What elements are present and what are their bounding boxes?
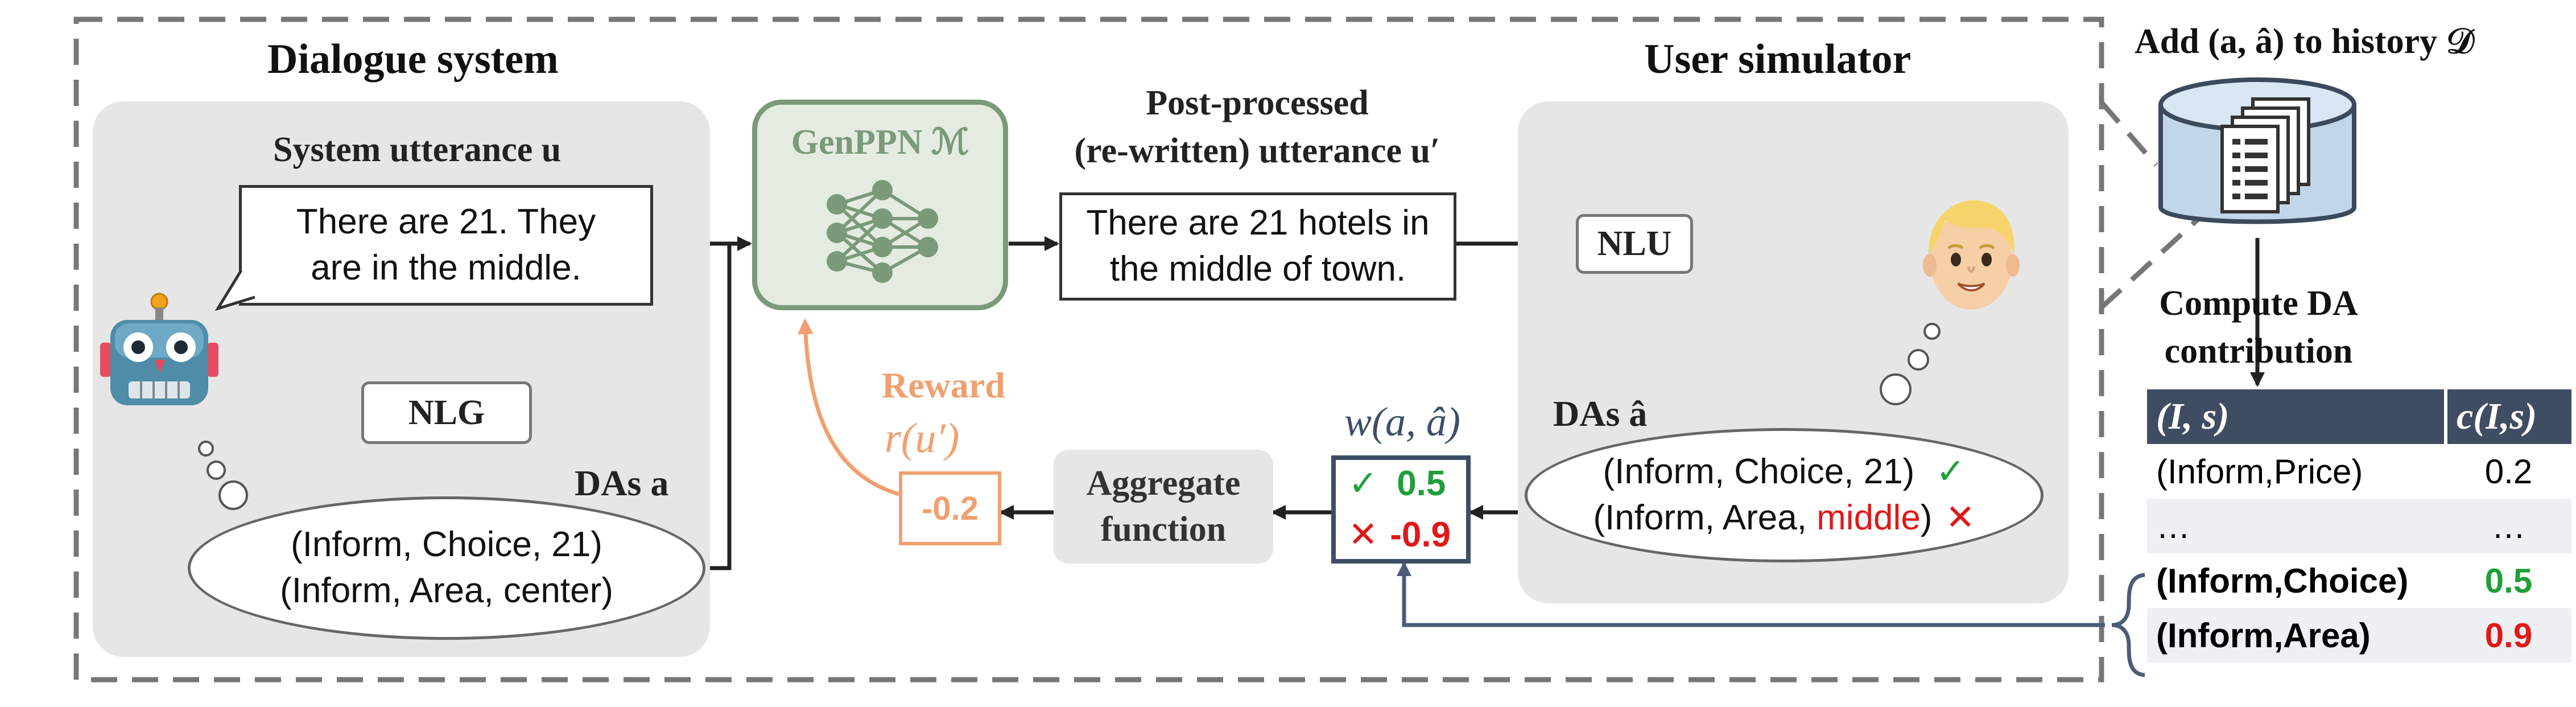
- table-header-contribution: c(I,s): [2446, 389, 2571, 444]
- outer-dashed-frame: [73, 17, 2104, 683]
- speech-bubble-tail: [215, 269, 255, 311]
- cross-icon: ✕: [1348, 515, 1378, 554]
- weight-negative-row: ✕ -0.9: [1348, 509, 1466, 561]
- reward-value-box: -0.2: [899, 471, 1001, 545]
- table-cell-da: (Inform,Area): [2147, 608, 2446, 663]
- thought-bubble-icon: [198, 441, 248, 510]
- nlu-box: NLU: [1576, 214, 1693, 274]
- check-icon: ✓: [1935, 452, 1966, 492]
- reward-feedback-arrow: [797, 318, 899, 496]
- table-cell-da: …: [2147, 499, 2446, 553]
- weights-label: w(a, â): [1344, 399, 1460, 445]
- compute-da-label: Compute DA contribution: [2156, 280, 2361, 375]
- reward-label: Reward: [882, 365, 1005, 405]
- postprocessed-label-line: Post-processed: [1146, 84, 1369, 122]
- table-cell-value: 0.9: [2446, 608, 2571, 663]
- table-cell-value: …: [2446, 499, 2571, 553]
- check-icon: ✓: [1348, 464, 1378, 504]
- weights-box: ✓ 0.5 ✕ -0.9: [1331, 455, 1471, 564]
- table-header-row: (I, s) c(I,s): [2147, 389, 2571, 444]
- system-utterance-line: are in the middle.: [311, 248, 581, 287]
- user-simulator-title: User simulator: [1644, 36, 1912, 83]
- user-da-line-suffix: ): [1920, 498, 1933, 537]
- system-da-line: (Inform, Choice, 21): [291, 525, 602, 565]
- database-icon: [2158, 77, 2356, 224]
- dashed-link-from-simulator: [2099, 208, 2210, 310]
- dialogue-system-title: Dialogue system: [267, 36, 559, 83]
- postprocessed-utterance-box: There are 21 hotels in the middle of tow…: [1059, 192, 1456, 301]
- history-title: Add (a, â) to history 𝒟: [2135, 22, 2475, 61]
- user-face-icon: [1923, 200, 2020, 310]
- user-da-line-prefix: (Inform, Area,: [1593, 498, 1817, 537]
- weight-positive-value: 0.5: [1397, 464, 1446, 504]
- table-cell-value: 0.5: [2446, 553, 2571, 608]
- user-das-label: DAs â: [1553, 393, 1648, 434]
- contribution-feedback-arrow: [1397, 561, 2105, 627]
- system-das-label: DAs a: [575, 463, 669, 503]
- genppn-box: GenPPN ℳ: [752, 100, 1008, 310]
- postprocessed-label: Post-processed (re-written) utterance u′: [1047, 80, 1468, 175]
- genppn-label: GenPPN ℳ: [791, 123, 969, 162]
- system-utterance-box: There are 21. They are in the middle.: [239, 185, 653, 306]
- aggregate-function-box: Aggregate function: [1054, 450, 1273, 564]
- contribution-table: (I, s) c(I,s) (Inform,Price) 0.2 … … (In…: [2147, 389, 2571, 663]
- table-cell-value: 0.2: [2446, 444, 2571, 499]
- table-cell-da: (Inform,Choice): [2147, 553, 2446, 608]
- user-da-row-area: (Inform, Area, middle) ✕: [1593, 495, 1975, 541]
- postprocessed-label-line: (re-written) utterance u′: [1074, 131, 1440, 170]
- robot-icon: [100, 293, 218, 405]
- postprocessed-utterance-line: the middle of town.: [1109, 249, 1406, 289]
- user-da-line: (Inform, Choice, 21): [1603, 452, 1915, 492]
- user-das-ellipse: (Inform, Choice, 21) ✓ (Inform, Area, mi…: [1525, 428, 2044, 562]
- weight-positive-row: ✓ 0.5: [1348, 458, 1466, 509]
- aggregate-line: function: [1100, 510, 1227, 549]
- system-utterance-label: System utterance u: [273, 130, 562, 169]
- user-da-row-choice: (Inform, Choice, 21) ✓: [1603, 449, 1965, 495]
- table-row: … …: [2147, 499, 2571, 553]
- mismatch-value: middle: [1817, 498, 1921, 537]
- postprocessed-utterance-line: There are 21 hotels in: [1086, 203, 1430, 243]
- system-das-ellipse: (Inform, Choice, 21) (Inform, Area, cent…: [188, 496, 705, 640]
- thought-bubble-icon: [1880, 323, 1941, 405]
- compute-da-line: Compute DA: [2159, 284, 2358, 323]
- neural-network-icon: [827, 180, 938, 283]
- table-cell-da: (Inform,Price): [2147, 444, 2446, 499]
- dashed-link-to-database: [2099, 101, 2158, 167]
- nlg-box: NLG: [361, 381, 532, 444]
- table-row: (Inform,Choice) 0.5: [2147, 553, 2571, 608]
- weight-negative-value: -0.9: [1390, 515, 1451, 554]
- documents-icon: [2220, 97, 2310, 213]
- table-row: (Inform,Price) 0.2: [2147, 444, 2571, 499]
- table-brace: [2111, 573, 2145, 677]
- cross-icon: ✕: [1945, 498, 1975, 537]
- table-row: (Inform,Area) 0.9: [2147, 608, 2571, 663]
- table-header-da: (I, s): [2147, 389, 2447, 444]
- aggregate-line: Aggregate: [1086, 464, 1241, 503]
- system-da-line: (Inform, Area, center): [280, 571, 613, 610]
- reward-formula: r(u′): [885, 415, 960, 462]
- system-utterance-line: There are 21. They: [296, 202, 596, 242]
- compute-da-line: contribution: [2164, 331, 2353, 371]
